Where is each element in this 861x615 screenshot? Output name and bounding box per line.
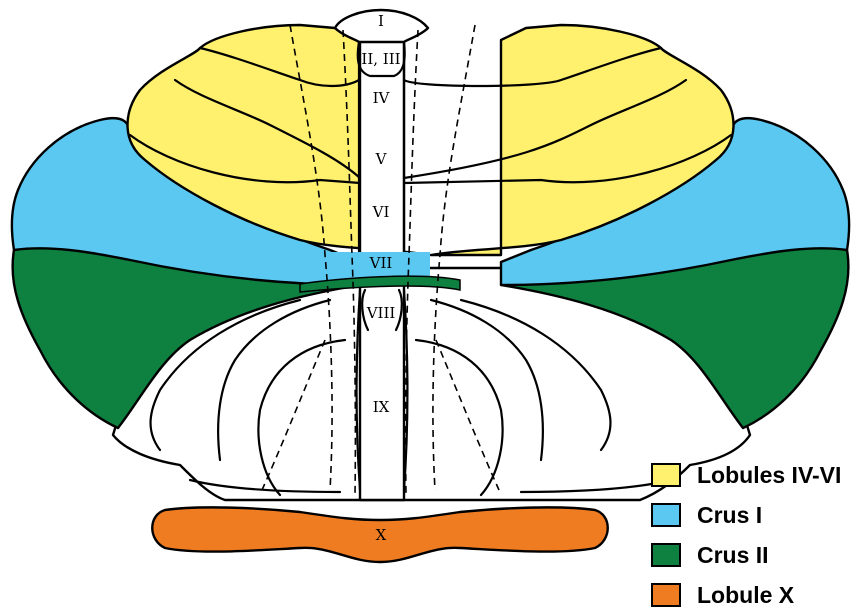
legend-item-crus-ii: Crus II	[651, 535, 841, 575]
label-lobule-i: I	[378, 12, 384, 30]
legend-label-crus-ii: Crus II	[697, 542, 769, 569]
label-lobule-iv: IV	[373, 89, 391, 107]
legend-item-lobules-iv-vi: Lobules IV-VI	[651, 455, 841, 495]
legend-item-lobule-x: Lobule X	[651, 575, 841, 615]
legend-swatch-crus-i	[651, 503, 681, 527]
label-lobule-v: V	[375, 150, 388, 168]
legend-label-crus-i: Crus I	[697, 502, 762, 529]
label-lobule-vi: VI	[372, 203, 390, 221]
label-lobule-ii-iii: II, III	[361, 50, 400, 68]
legend-swatch-lobule-x	[651, 583, 681, 607]
label-lobule-ix: IX	[373, 398, 390, 416]
legend: Lobules IV-VI Crus I Crus II Lobule X	[651, 455, 841, 615]
legend-item-crus-i: Crus I	[651, 495, 841, 535]
legend-swatch-lobules-iv-vi	[651, 463, 681, 487]
legend-label-lobules-iv-vi: Lobules IV-VI	[697, 462, 841, 489]
legend-swatch-crus-ii	[651, 543, 681, 567]
legend-label-lobule-x: Lobule X	[697, 582, 794, 609]
label-lobule-x: X	[376, 526, 387, 544]
label-lobule-vii: VII	[369, 254, 393, 272]
label-lobule-viii: VIII	[366, 304, 396, 322]
